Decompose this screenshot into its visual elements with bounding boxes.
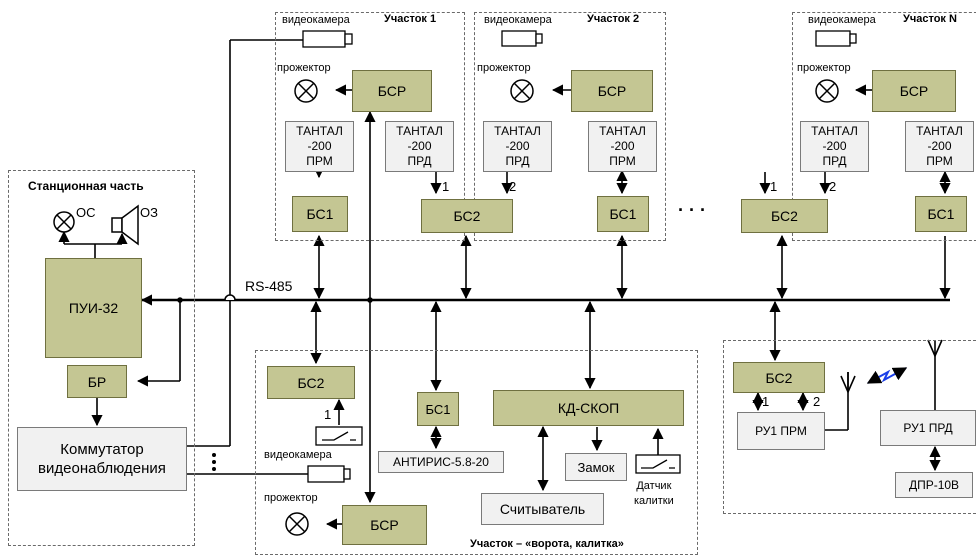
gate-bsr: БСР <box>342 505 427 545</box>
radio-link-icon <box>866 367 908 384</box>
section1-projector-label: прожектор <box>277 62 331 74</box>
dpr-block: ДПР-10В <box>895 472 973 498</box>
lock-block: Замок <box>565 453 627 481</box>
ru1-prm-block: РУ1 ПРМ <box>737 412 825 450</box>
gate-section-frame <box>255 350 698 555</box>
gate-bs1: БС1 <box>417 392 459 426</box>
station-title: Станционная часть <box>28 179 144 193</box>
section1-camera-label: видеокамера <box>282 14 350 26</box>
sectionN-tantal-prm: ТАНТАЛ -200 ПРМ <box>905 121 974 172</box>
gate-bs2: БС2 <box>267 366 355 399</box>
section1-bs1: БС1 <box>292 196 348 232</box>
antenna-icons <box>840 339 943 394</box>
speaker-icon <box>111 204 139 246</box>
lamp-icons <box>53 79 839 536</box>
oz-label: ОЗ <box>140 205 158 220</box>
kd-skop-block: КД-СКОП <box>493 390 684 426</box>
gate-sensor-label: Датчик калитки <box>634 480 674 507</box>
ru1-prd-block: РУ1 ПРД <box>880 410 976 446</box>
bs2-block-1-2: БС2 <box>421 199 513 233</box>
section1-title: Участок 1 <box>384 13 437 25</box>
sectionN-bsr: БСР <box>872 70 956 112</box>
sectionN-port1: 1 <box>770 179 778 194</box>
reader-block: Считыватель <box>481 493 604 525</box>
gate-projector-label: прожектор <box>264 492 318 504</box>
section2-port2: 2 <box>509 179 517 194</box>
sectionN-camera-label: видеокамера <box>808 14 876 26</box>
gate-port1: 1 <box>324 407 332 422</box>
section1-tantal-prm: ТАНТАЛ -200 ПРМ <box>285 121 354 172</box>
rs485-label: RS-485 <box>245 278 293 294</box>
sectionN-title: Участок N <box>903 13 957 25</box>
section1-port1: 1 <box>442 179 450 194</box>
antiris-block: АНТИРИС-5.8-20 <box>378 451 504 473</box>
br-block: БР <box>67 365 127 398</box>
sectionN-frame <box>792 12 976 241</box>
sectionN-projector-label: прожектор <box>797 62 851 74</box>
section2-camera-label: видеокамера <box>484 14 552 26</box>
station-frame <box>8 170 195 546</box>
gate-camera-label: видеокамера <box>264 449 332 461</box>
section2-bsr: БСР <box>571 70 653 112</box>
section2-bs1: БС1 <box>597 196 649 232</box>
section1-frame <box>275 12 465 241</box>
sectionN-tantal-prd: ТАНТАЛ -200 ПРД <box>800 121 869 172</box>
sectionN-port2: 2 <box>829 179 837 194</box>
bs2-block-N: БС2 <box>741 199 828 233</box>
section1-tantal-prd: ТАНТАЛ -200 ПРД <box>385 121 454 172</box>
sectionN-bs1: БС1 <box>915 196 967 232</box>
section2-tantal-prd: ТАНТАЛ -200 ПРД <box>483 121 552 172</box>
section2-projector-label: прожектор <box>477 62 531 74</box>
sections-ellipsis: · · · <box>678 200 706 220</box>
section2-frame <box>474 12 666 241</box>
radio-port1: 1 <box>762 394 770 409</box>
radio-port2: 2 <box>813 394 821 409</box>
radio-section-frame <box>723 340 976 514</box>
section2-title: Участок 2 <box>587 13 640 25</box>
sensor-contact-icons <box>315 426 681 474</box>
video-switch-block: Коммутатор видеонаблюдения <box>17 427 187 491</box>
pui32-block: ПУИ-32 <box>45 258 142 358</box>
os-label: ОС <box>76 205 96 220</box>
section2-tantal-prm: ТАНТАЛ -200 ПРМ <box>588 121 657 172</box>
section1-bsr: БСР <box>352 70 432 112</box>
gate-section-title: Участок – «ворота, калитка» <box>470 538 624 550</box>
radio-bs2: БС2 <box>733 362 825 393</box>
camera-icons <box>302 30 857 483</box>
